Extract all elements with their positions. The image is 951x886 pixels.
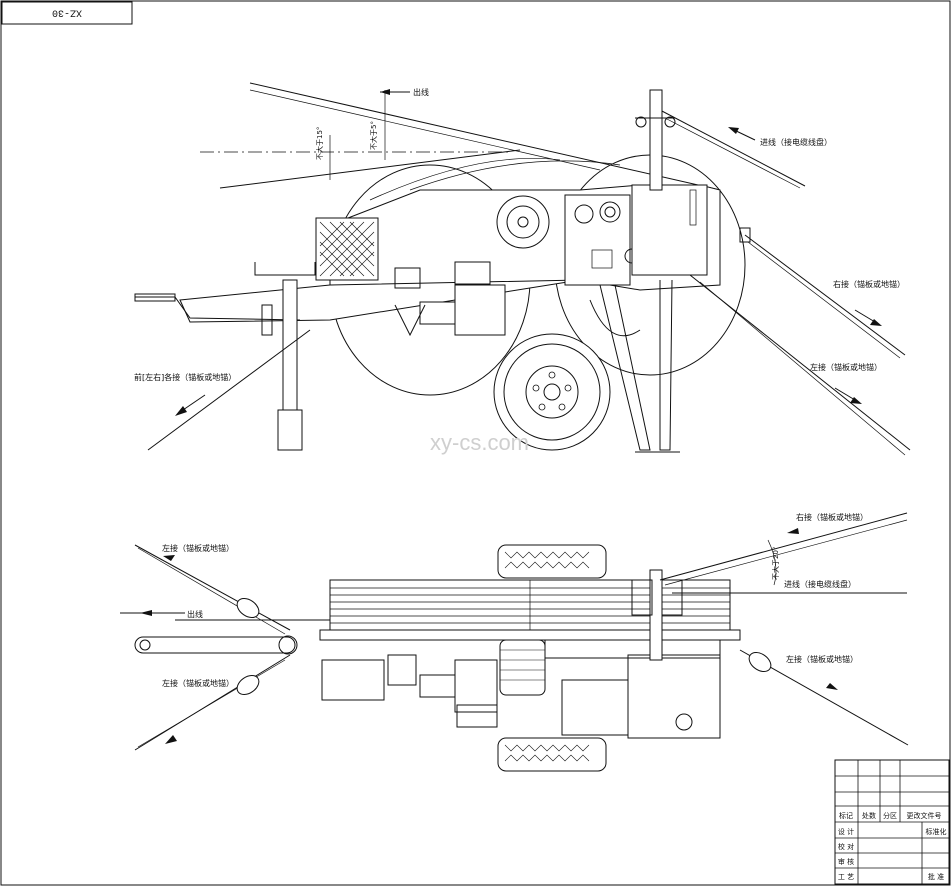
motor-coupler [419, 301, 456, 325]
angle-15-label: 不大于15° [315, 127, 324, 160]
rear-stand-right [659, 279, 673, 451]
model-code: XZ-30 [52, 6, 82, 17]
plan-in-line-label: 进线（接电缆线盘） [784, 579, 856, 589]
tow-bar [135, 296, 301, 321]
angle-20-label: 不大于20° [771, 547, 780, 580]
plan-battery [561, 679, 629, 736]
side-view: 不大于15° 不大于5° 出线 进线（接电缆线盘） [134, 82, 911, 456]
control-panel [564, 194, 631, 286]
plan-motor [454, 659, 498, 713]
plan-pump [321, 659, 385, 701]
tb-extra-0: 标准化 [926, 827, 947, 836]
side-out-line-label: 出线 [413, 87, 429, 97]
out-cable-upper [249, 82, 721, 191]
plan-left-anchor-right-label: 左接（锚板或地锚） [786, 654, 858, 664]
pulley-gear [496, 195, 550, 249]
plan-view: 出线 不大于20° 左接（锚板或地锚） 左接（锚板或地锚） 右接（锚板或地锚） … [120, 512, 909, 772]
plan-out-line-label: 出线 [187, 609, 203, 619]
tb-role-0: 设 计 [838, 827, 854, 836]
plan-left-anchor-top-line [134, 544, 291, 631]
title-block: 标记 处数 分区 更改文件号 设 计 标准化 校 对 审 核 工 艺 批 准 [834, 759, 950, 885]
model-code-box: XZ-30 [1, 1, 133, 25]
tb-role-1: 校 对 [838, 842, 854, 851]
tb-header-0: 标记 [839, 811, 853, 820]
engine-block [454, 284, 506, 336]
front-anchor-line [147, 329, 311, 451]
tb-role-2: 审 核 [838, 857, 854, 866]
side-front-anchor-label: 前[左右]各接（锚板或地锚） [134, 372, 236, 382]
in-cable [659, 109, 806, 187]
watermark: xy-cs.com [430, 430, 529, 455]
rear-stand-left [599, 284, 651, 451]
tyre-top [497, 544, 607, 579]
plan-left-anchor-bottom-line [134, 654, 291, 751]
plan-hydraulic-tank [627, 654, 721, 739]
tb-header-1: 处数 [862, 811, 876, 820]
plan-right-anchor-line [659, 512, 908, 581]
tb-header-2: 分区 [883, 811, 897, 820]
hydraulic-tank [631, 184, 708, 276]
tb-role-3: 工 艺 [838, 873, 854, 881]
tb-header-3: 更改文件号 [907, 811, 942, 820]
side-right-anchor-label: 右接（锚板或地锚） [833, 279, 905, 289]
plan-right-anchor-label: 右接（锚板或地锚） [796, 512, 868, 522]
cable-mast [649, 89, 663, 191]
front-jack [282, 279, 298, 421]
tb-extra-3: 批 准 [928, 872, 944, 881]
side-left-anchor-label: 左接（锚板或地锚） [810, 362, 882, 372]
out-cable-lower [219, 149, 521, 189]
plan-left-anchor-top-label: 左接（锚板或地锚） [162, 543, 234, 553]
right-anchor-line [744, 234, 906, 356]
plan-gearbox [499, 639, 546, 696]
wheel-tyre [493, 333, 611, 451]
side-in-line-label: 进线（接电缆线盘） [760, 137, 832, 147]
engine-top [454, 261, 491, 285]
angle-5-label: 不大于5° [369, 121, 378, 150]
plan-tow-bar [134, 636, 296, 654]
frame-rail [319, 629, 741, 641]
plan-left-anchor-bottom-label: 左接（锚板或地锚） [162, 678, 234, 688]
tyre-bottom [497, 737, 607, 772]
